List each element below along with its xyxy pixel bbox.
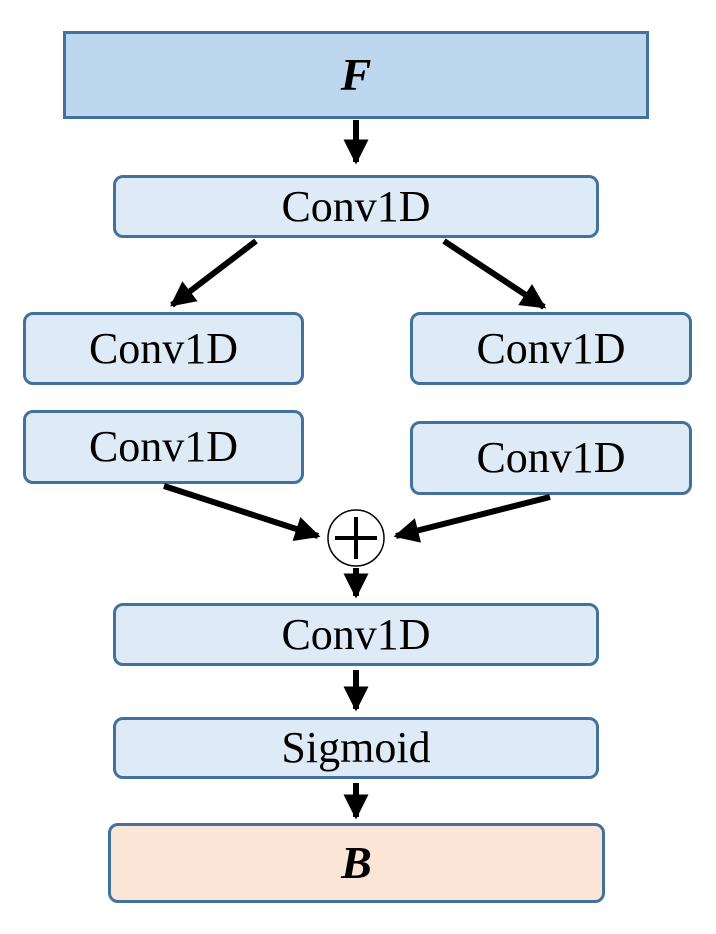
conv1d-right-1-node: Conv1D bbox=[410, 312, 692, 385]
conv1d-left-1-label: Conv1D bbox=[88, 323, 239, 373]
sum-operator-icon bbox=[327, 509, 385, 567]
sigmoid-label: Sigmoid bbox=[281, 723, 431, 772]
conv1d-right-1-label: Conv1D bbox=[476, 323, 626, 373]
conv1d-right-2-label: Conv1D bbox=[476, 433, 626, 482]
conv1d-top-node: Conv1D bbox=[113, 175, 599, 238]
arrow-conv-top-to-right bbox=[442, 238, 547, 310]
conv1d-left-1-node: Conv1D bbox=[23, 312, 304, 385]
conv1d-left-2-node: Conv1D bbox=[23, 410, 304, 484]
conv1d-merge-label: Conv1D bbox=[281, 609, 431, 659]
output-label: B bbox=[341, 837, 372, 888]
conv1d-merge-node: Conv1D bbox=[113, 603, 599, 666]
arrow-conv-top-to-left bbox=[169, 238, 258, 308]
conv1d-top-label: Conv1D bbox=[281, 181, 431, 231]
arrow-left-to-sum bbox=[163, 483, 321, 541]
input-label: F bbox=[340, 49, 372, 100]
arrow-right-to-sum bbox=[393, 494, 551, 543]
conv1d-left-2-label: Conv1D bbox=[88, 422, 239, 471]
input-node-f: F bbox=[63, 31, 649, 119]
conv1d-right-2-node: Conv1D bbox=[410, 421, 692, 495]
output-node-b: B bbox=[108, 823, 605, 903]
sigmoid-node: Sigmoid bbox=[113, 717, 599, 779]
